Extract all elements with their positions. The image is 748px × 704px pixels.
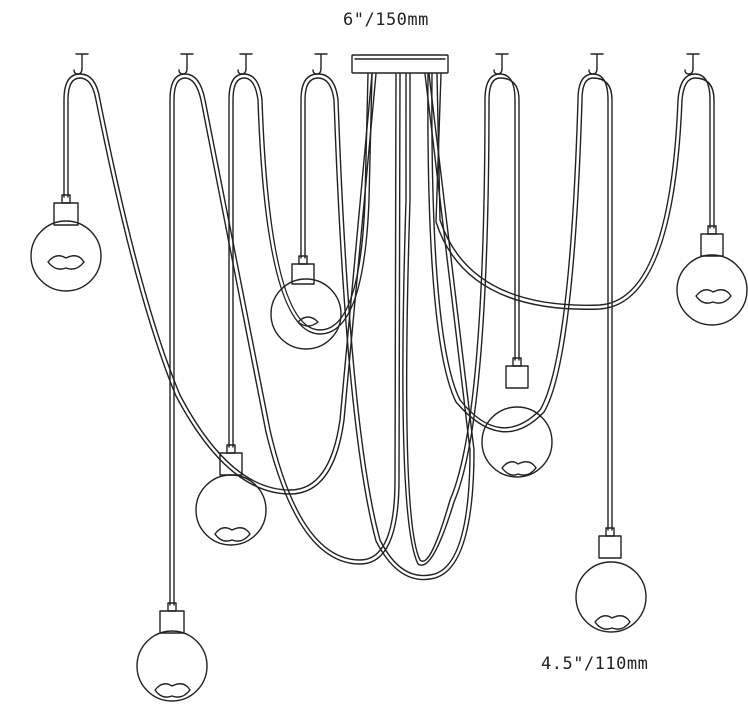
cable xyxy=(431,73,609,531)
globe-dimension-label: 4.5"/110mm xyxy=(541,654,649,674)
pendant-globe xyxy=(270,255,342,350)
ceiling-canopy xyxy=(351,54,449,74)
ceiling-hook xyxy=(684,53,700,75)
cable xyxy=(67,73,377,495)
pendant-globe xyxy=(195,444,267,546)
pendant-globe xyxy=(575,527,647,633)
ceiling-hook xyxy=(73,53,89,75)
pendant-globe xyxy=(676,225,748,326)
cable xyxy=(232,73,373,448)
ceiling-hook xyxy=(178,53,194,75)
pendants xyxy=(30,194,748,702)
cable xyxy=(169,73,397,606)
cable xyxy=(63,73,373,491)
cable xyxy=(173,73,401,606)
pendant-globe xyxy=(136,602,208,702)
ceiling-hooks xyxy=(73,53,700,75)
cable xyxy=(435,73,715,310)
cable xyxy=(300,73,471,577)
cable xyxy=(436,73,711,306)
cable xyxy=(402,73,520,566)
ceiling-hook xyxy=(493,53,509,75)
cable xyxy=(304,73,475,581)
canopy-dimension-label: 6"/150mm xyxy=(343,10,429,30)
ceiling-hook xyxy=(237,53,253,75)
ceiling-hook xyxy=(588,53,604,75)
pendant-globe xyxy=(481,357,553,478)
pendant-globe xyxy=(30,194,102,292)
ceiling-hook xyxy=(312,53,328,75)
cables xyxy=(63,73,715,606)
cable xyxy=(405,73,516,562)
cable xyxy=(427,73,613,531)
